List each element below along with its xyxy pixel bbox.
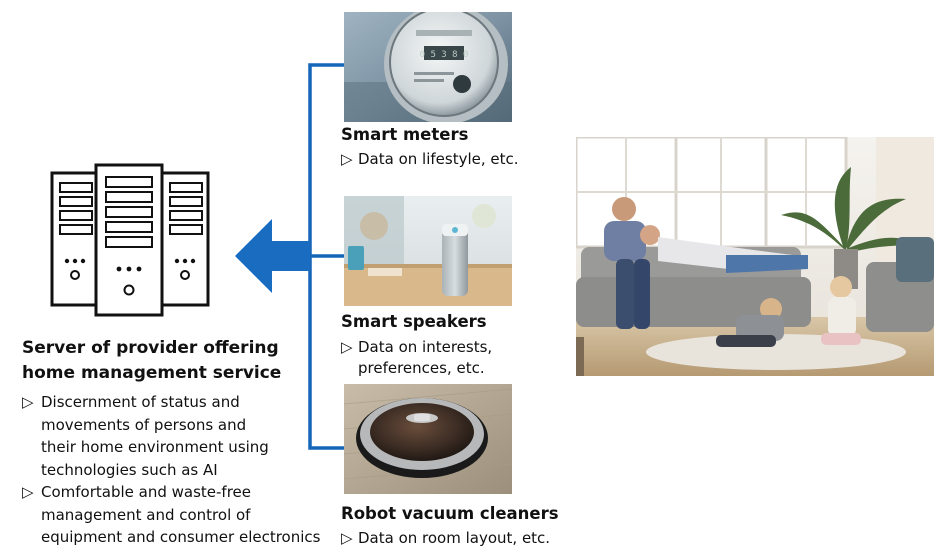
connector-lines bbox=[308, 63, 344, 450]
device-desc-robot-vacuum: ▷ Data on room layout, etc. bbox=[341, 528, 550, 549]
device-title-smart-speakers: Smart speakers bbox=[341, 312, 487, 331]
server-tower-right bbox=[160, 171, 210, 307]
bullet-line: their home environment using bbox=[41, 438, 269, 456]
server-title: Server of provider offering home managem… bbox=[22, 336, 322, 386]
bullet-triangle-icon: ▷ bbox=[22, 483, 34, 501]
smart-speaker-photo bbox=[344, 196, 512, 306]
bullet-line: equipment and consumer electronics bbox=[41, 528, 321, 546]
bullet-line: movements of persons and bbox=[41, 415, 247, 434]
server-icon-group bbox=[50, 163, 212, 318]
bullet-triangle-icon: ▷ bbox=[341, 150, 353, 168]
server-bullet-1: ▷ Discernment of status and movements of… bbox=[22, 391, 342, 481]
meter-display-text: 0 5 3 8 0 bbox=[420, 50, 469, 60]
bullet-triangle-icon: ▷ bbox=[341, 529, 353, 547]
desc-line: Data on lifestyle, etc. bbox=[358, 150, 519, 168]
bullet-triangle-icon: ▷ bbox=[22, 393, 34, 411]
robot-vacuum-photo bbox=[344, 384, 512, 494]
server-title-line-1: Server of provider offering bbox=[22, 338, 279, 358]
bullet-line: Discernment of status and bbox=[41, 393, 240, 411]
server-tower-icon bbox=[50, 163, 210, 317]
server-bullet-list: ▷ Discernment of status and movements of… bbox=[22, 391, 342, 549]
desc-line: Data on interests, bbox=[358, 338, 493, 356]
bullet-line: technologies such as AI bbox=[41, 460, 218, 479]
device-title-smart-meters: Smart meters bbox=[341, 125, 469, 144]
server-bullet-2: ▷ Comfortable and waste-free management … bbox=[22, 481, 342, 549]
server-tower-left bbox=[50, 171, 100, 307]
family-living-room-photo bbox=[576, 137, 934, 376]
bullet-line: Comfortable and waste-free bbox=[41, 483, 252, 501]
bullet-line: management and control of bbox=[41, 505, 251, 524]
desc-line: preferences, etc. bbox=[358, 359, 485, 377]
device-desc-smart-speakers: ▷ Data on interests, preferences, etc. bbox=[341, 337, 492, 379]
server-title-line-2: home management service bbox=[22, 363, 282, 383]
device-title-robot-vacuum: Robot vacuum cleaners bbox=[341, 504, 559, 523]
desc-line: Data on room layout, etc. bbox=[358, 529, 551, 547]
bullet-triangle-icon: ▷ bbox=[341, 338, 353, 356]
left-arrow-icon bbox=[235, 219, 310, 293]
device-desc-smart-meters: ▷ Data on lifestyle, etc. bbox=[341, 149, 519, 170]
connector-diagram bbox=[235, 63, 344, 450]
smart-meter-photo: 0 5 3 8 0 bbox=[344, 12, 512, 122]
server-tower-center bbox=[94, 163, 164, 317]
